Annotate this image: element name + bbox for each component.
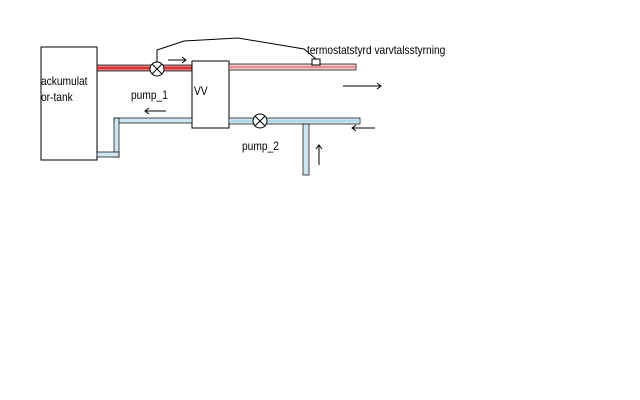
vv-label: VV: [194, 84, 208, 98]
flow-arrow-icon: [144, 107, 166, 115]
thermostat-sensor: [311, 58, 321, 66]
tank-label-line2: or-tank: [41, 90, 73, 104]
flow-arrow-icon: [168, 56, 187, 64]
control-wire: [156, 37, 317, 62]
pump-2-label: pump_2: [242, 139, 279, 153]
accumulator-tank: [40, 46, 98, 161]
pump-valve-icon: [149, 61, 165, 77]
tank-label-line1: ackumulat: [41, 74, 88, 88]
flow-arrow-icon: [351, 124, 375, 132]
flow-arrow-icon: [315, 144, 323, 165]
hot-outlet-pipe: [228, 63, 357, 71]
return-pipe: [96, 117, 193, 158]
pump-1-label: pump_1: [131, 88, 168, 102]
control-label: termostatstyrd varvtalsstyrning: [307, 43, 446, 57]
vv-heat-exchanger: [191, 60, 230, 129]
pump-valve-icon: [252, 113, 268, 129]
hot-supply-pipe: [96, 64, 193, 72]
flow-arrow-icon: [343, 82, 382, 90]
cold-inlet-pipe: [228, 117, 361, 176]
